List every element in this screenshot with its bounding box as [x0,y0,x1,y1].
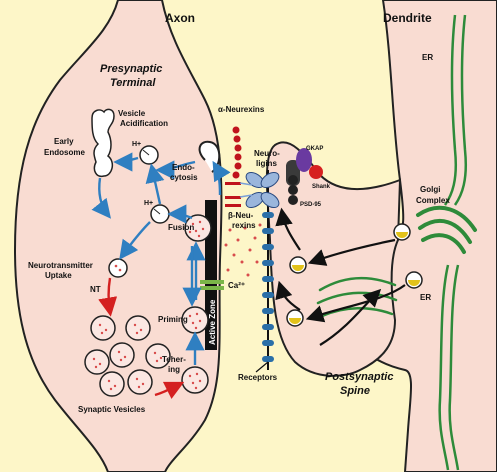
acidification-vesicle [140,146,158,164]
h-plus-label-2: H+ [144,200,153,207]
recycling-vesicle [151,205,169,223]
alpha-neurexins-label: α-Neurexins [218,105,265,114]
priming-label: Priming [158,315,188,324]
receptor-vesicle-spine-1 [290,257,306,273]
shank-protein [309,165,323,179]
shank-label: Shank [312,184,331,190]
active-zone-label: Active Zone [208,299,217,345]
receptor-vesicle-golgi [394,224,410,240]
receptor-vesicle-spine-2 [287,310,303,326]
beta-neurexins-label-1: β-Neu- [228,211,254,220]
beta-neurexins-label-2: rexins [232,221,256,230]
endocytosis-label-2: cytosis [170,173,198,182]
h-plus-label-1: H+ [132,141,141,148]
nt-uptake-label-1: Neurotransmitter [28,261,93,270]
golgi-label-1: Golgi [420,185,440,194]
gkap-label: GKAP [306,146,323,152]
presynaptic-label-1: Presynaptic [100,63,162,75]
nt-uptake-vesicle [109,259,127,277]
psd95-label: PSD-95 [300,202,322,208]
dendrite-label: Dendrite [383,11,432,25]
er-top-label: ER [422,53,433,62]
synaptic-vesicles-label: Synaptic Vesicles [78,405,146,414]
early-endosome-label-1: Early [54,137,74,146]
postsynaptic-label-2: Spine [340,385,370,397]
fusion-label: Fusion [168,223,194,232]
presynaptic-label-2: Terminal [110,77,156,89]
early-endosome-label-2: Endosome [44,148,85,157]
endocytosis-label-1: Endo- [172,163,195,172]
receptor-vesicle-er [406,272,422,288]
vesicle-acid-label-1: Vesicle [118,109,146,118]
neuroligins-label-1: Neuro- [254,149,280,158]
receptors-label: Receptors [238,373,278,382]
ca2-label: Ca²⁺ [228,281,245,290]
postsynaptic-label-1: Postsynaptic [325,371,393,383]
golgi-label-2: Complex [416,196,450,205]
neuroligins-label-2: ligins [256,159,277,168]
vesicle-acid-label-2: Acidification [120,119,168,128]
axon-label: Axon [165,11,195,25]
tethering-label-2: ing [168,365,180,374]
nt-uptake-label-2: Uptake [45,271,72,280]
er-bottom-label: ER [420,293,431,302]
nt-label: NT [90,285,101,294]
tethering-label-1: Teher- [162,355,186,364]
tethered-vesicle [182,367,208,393]
